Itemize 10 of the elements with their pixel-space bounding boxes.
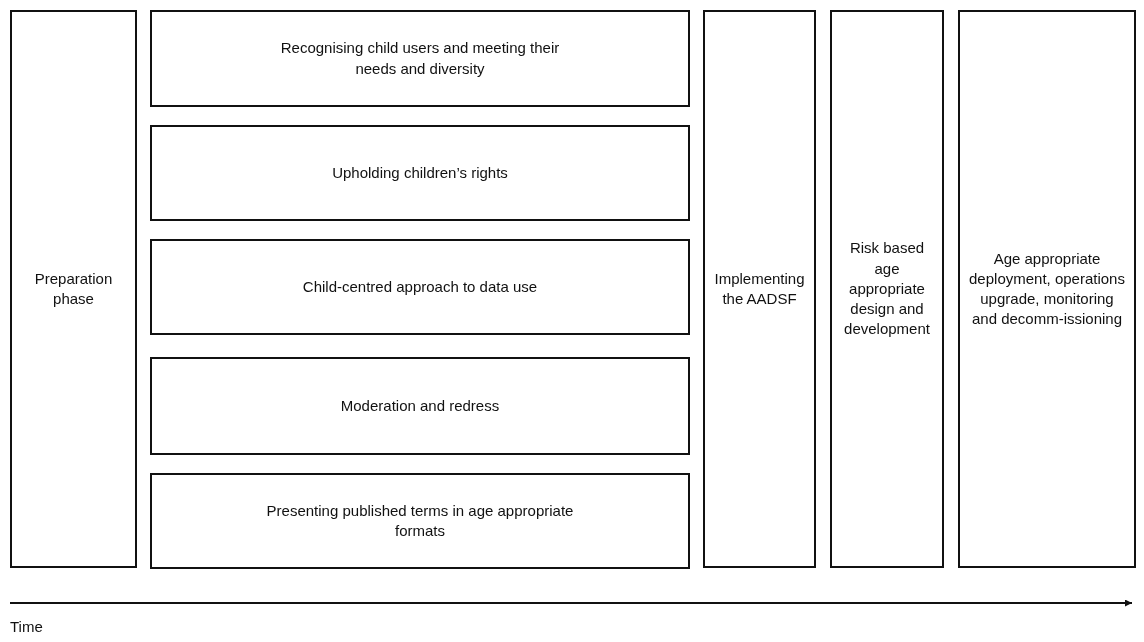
phase-box: Preparation phase: [10, 10, 137, 568]
phase-box: Implementing the AADSF: [703, 10, 816, 568]
phase-box: Child-centred approach to data use: [150, 239, 690, 335]
phase-box: Age appropriate deployment, operations upgrade, monitoring and decomm-issioning: [958, 10, 1136, 568]
phase-box: Presenting published terms in age appropriate formats: [150, 473, 690, 569]
phase-box: Upholding children’s rights: [150, 125, 690, 221]
phase-box: Recognising child users and meeting their needs and diversity: [150, 10, 690, 107]
phase-box: Risk based age appropriate design and development: [830, 10, 944, 568]
phase-box: Moderation and redress: [150, 357, 690, 455]
axis-label: Time: [10, 618, 43, 635]
